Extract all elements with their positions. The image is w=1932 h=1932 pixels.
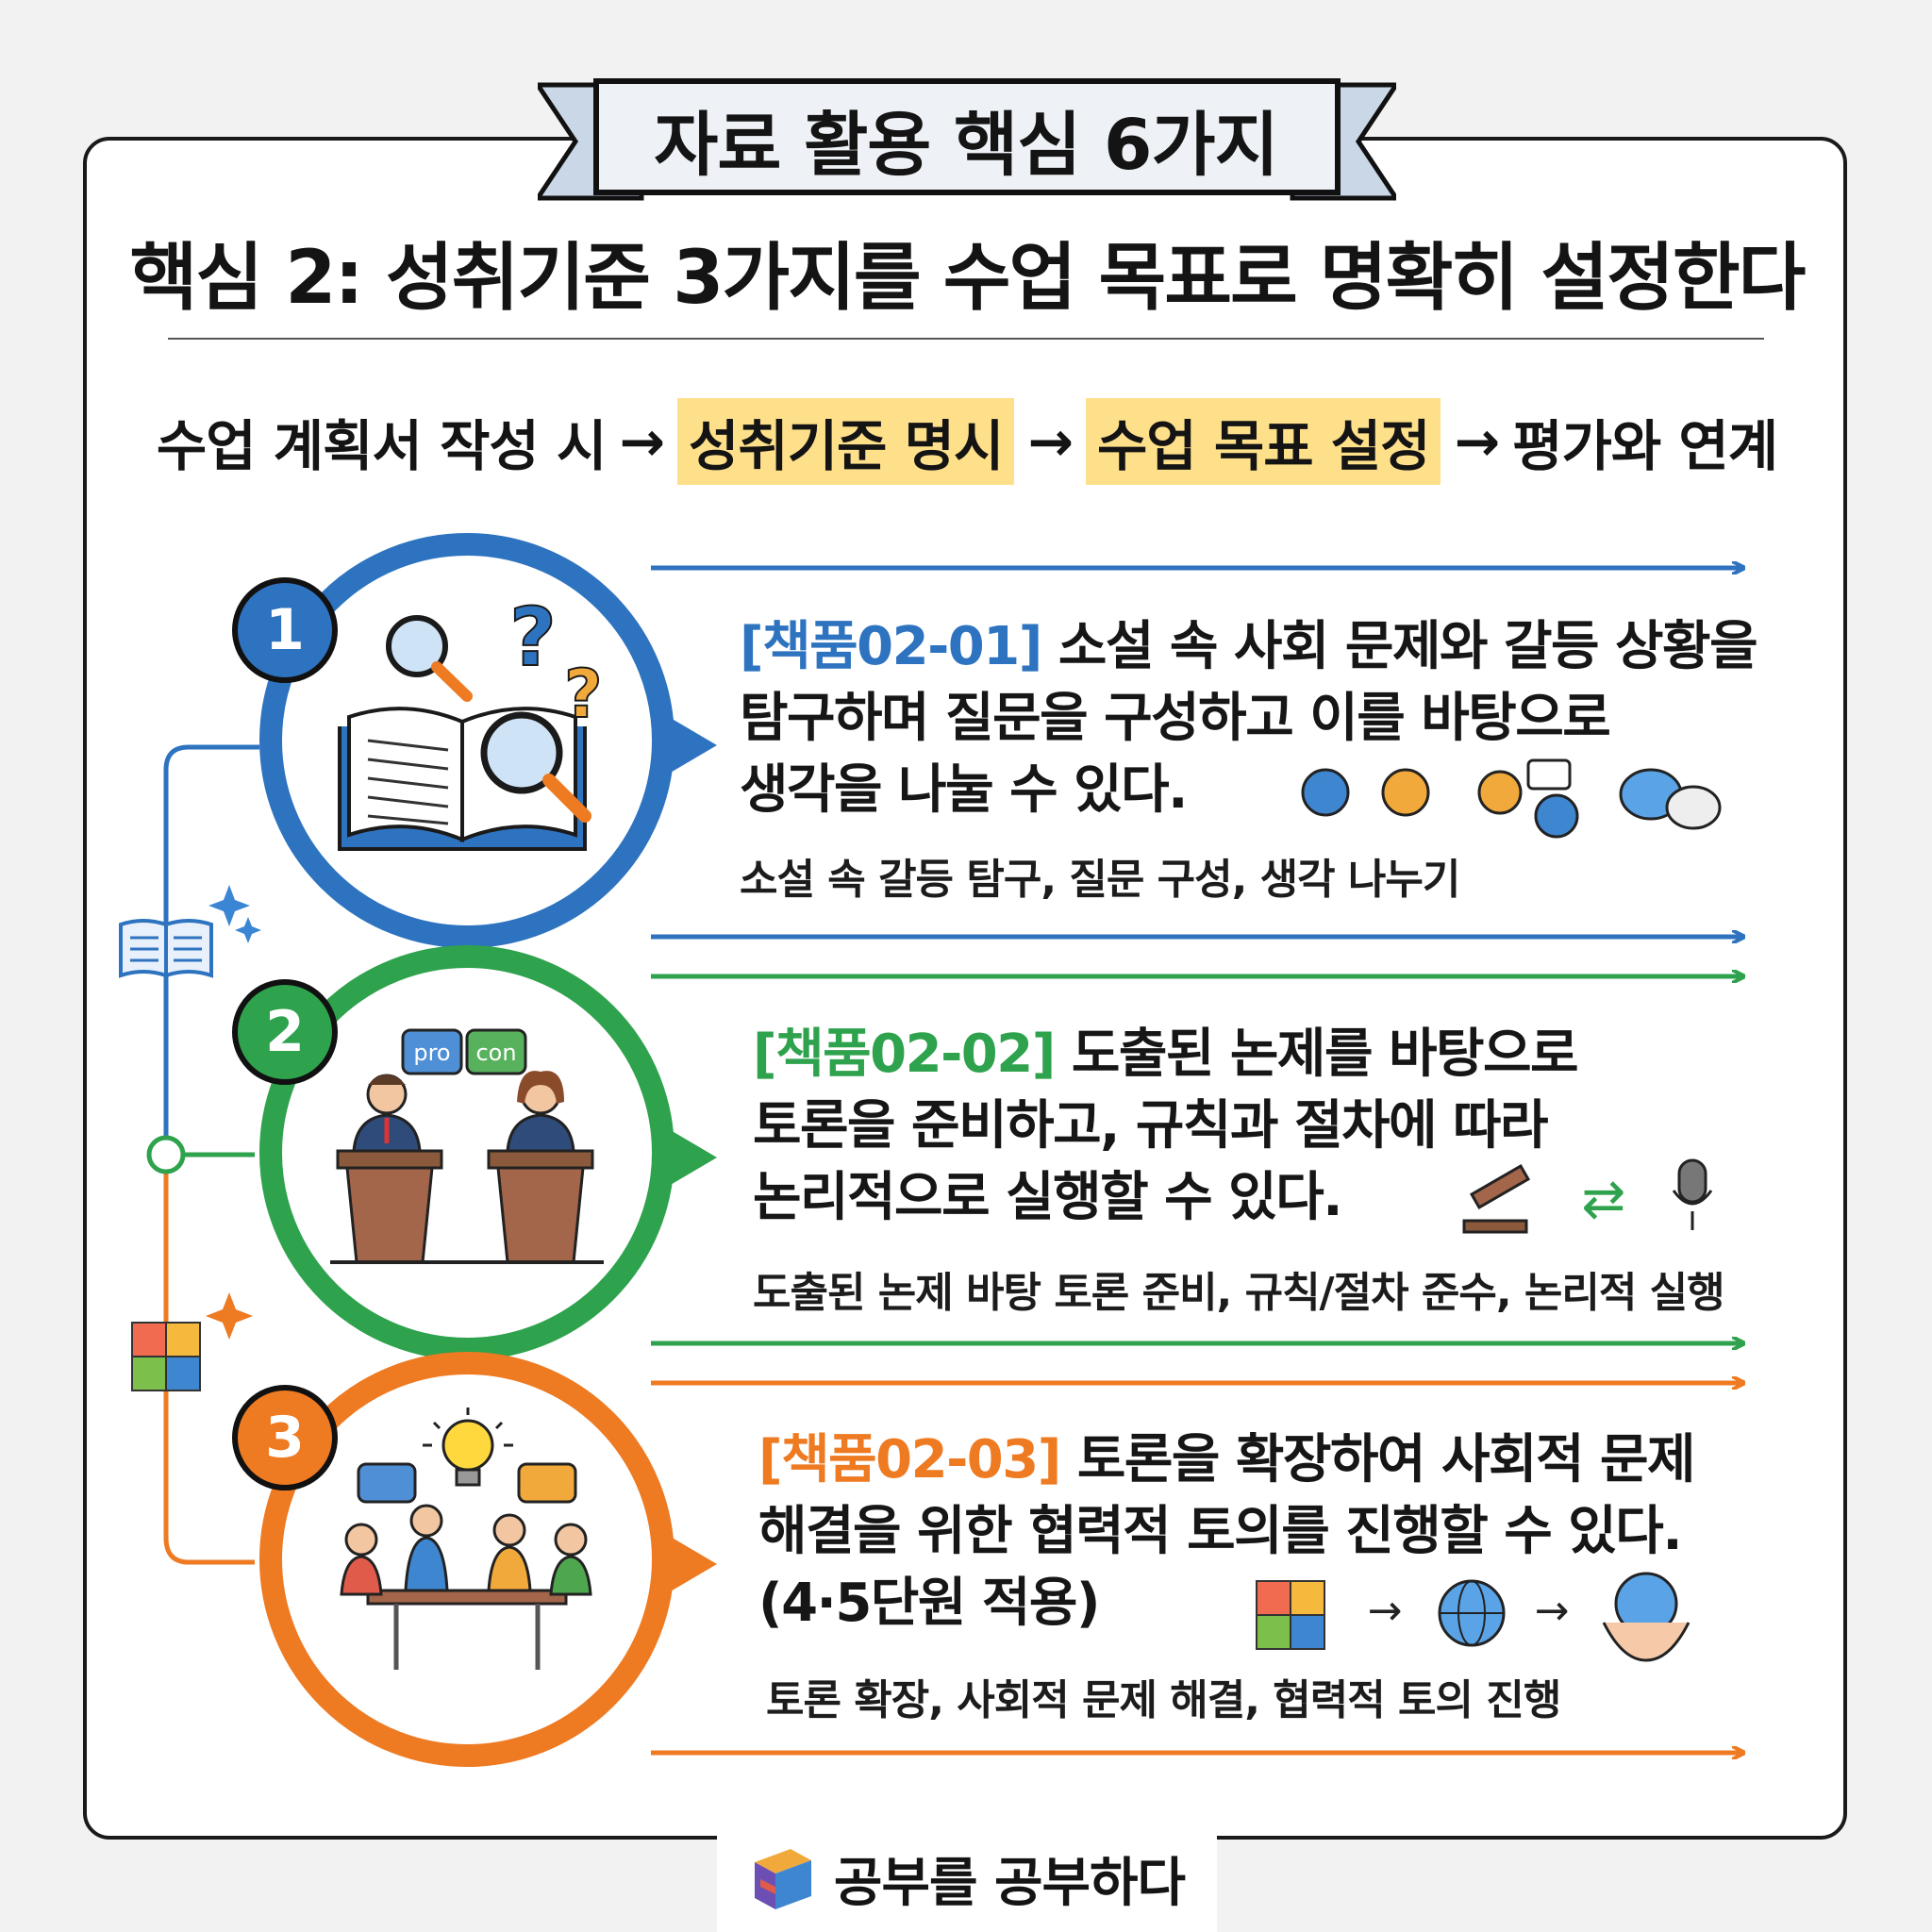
chat-bubble-icon xyxy=(517,1462,577,1504)
shuffle-icon: ⇄ xyxy=(1582,1169,1626,1230)
flow-arrow: → xyxy=(619,409,665,474)
standard-1-circle: ? ? xyxy=(259,533,717,948)
person-icon xyxy=(506,1071,575,1153)
microphone-icon xyxy=(1672,1158,1713,1230)
standard-2-line-1: 도출된 논제를 바탕으로 xyxy=(1071,1024,1579,1085)
standard-1-summary: 소설 속 갈등 탐구, 질문 구성, 생각 나누기 xyxy=(740,856,1460,904)
standard-3-line-3: (4·5단원 적용) xyxy=(758,1573,1100,1634)
standard-3-line-1: 토론을 확장하여 사회적 문제 xyxy=(1076,1429,1696,1491)
hands-community-icon xyxy=(1602,1572,1690,1662)
magnifier-icon xyxy=(386,615,591,823)
team-meeting-icon xyxy=(340,1504,592,1670)
standard-2-number-badge: 2 xyxy=(232,979,338,1085)
question-mark-icon: ? xyxy=(509,591,557,685)
standard-2-summary: 도출된 논제 바탕 토론 준비, 규칙/절차 준수, 논리적 실행 xyxy=(753,1269,1725,1317)
question-mark-icon: ? xyxy=(564,656,603,733)
flow-arrow: → xyxy=(1454,409,1500,474)
standard-3-statement: [책품02-03] 토론을 확장하여 사회적 문제 해결을 위한 협력적 토의를… xyxy=(758,1424,1696,1640)
standard-1-statement: [책품02-01] 소설 속 사회 문제와 갈등 상황을 탐구하며 질문을 구성… xyxy=(740,611,1758,826)
flow-arrow-icon: → xyxy=(1535,1587,1570,1635)
question-bubbles-icon xyxy=(1477,758,1579,839)
flow-arrow: → xyxy=(1027,409,1074,474)
standard-3-summary: 토론 확장, 사회적 문제 해결, 협력적 토의 진행 xyxy=(766,1676,1561,1724)
standard-1-code: [책품02-01] xyxy=(740,616,1042,677)
flow-step-standard: 성취기준 명시 xyxy=(676,398,1015,485)
standard-3-number-badge: 3 xyxy=(232,1385,338,1491)
standard-3-circle xyxy=(259,1352,717,1767)
globe-icon xyxy=(1438,1579,1506,1647)
title-divider xyxy=(168,338,1764,340)
chat-icon xyxy=(1619,768,1722,830)
standard-1-line-1: 소설 속 사회 문제와 갈등 상황을 xyxy=(1058,616,1758,677)
chat-bubble-icon xyxy=(357,1462,417,1504)
flow-step-goal: 수업 목표 설정 xyxy=(1085,398,1441,485)
sparkle-icon xyxy=(208,885,261,943)
puzzle-pieces-icon xyxy=(1256,1580,1325,1650)
standard-2-circle: pro con xyxy=(259,945,717,1360)
standard-1-number-badge: 1 xyxy=(232,577,338,683)
banner-title: 자료 활용 핵심 6가지 xyxy=(654,104,1278,186)
flow-step-evaluation: 평가와 연계 xyxy=(1512,414,1778,478)
standard-2-statement: [책품02-02] 도출된 논제를 바탕으로 토론을 준비하고, 규칙과 절차에… xyxy=(753,1019,1579,1234)
speaking-heads-icon xyxy=(1301,768,1430,817)
flow-arrow-icon: → xyxy=(1368,1587,1403,1635)
person-icon xyxy=(352,1074,422,1153)
bubble-label-con: con xyxy=(475,1040,516,1066)
standard-1-line-2: 탐구하며 질문을 구성하고 이를 바탕으로 xyxy=(740,688,1611,749)
puzzle-icon xyxy=(131,1322,201,1391)
sparkle-icon xyxy=(206,1292,253,1340)
banner-ribbon xyxy=(538,78,1396,201)
bubble-label-pro: pro xyxy=(413,1040,450,1066)
process-flow: 수업 계획서 작성 시 → 성취기준 명시 → 수업 목표 설정 → 평가와 연… xyxy=(94,398,1840,485)
flow-step-plan: 수업 계획서 작성 시 xyxy=(156,414,607,478)
standard-2-code: [책품02-02] xyxy=(753,1024,1056,1085)
book-icon xyxy=(119,919,213,978)
lightbulb-icon xyxy=(423,1407,513,1487)
standard-2-line-2: 토론을 준비하고, 규칙과 절차에 따라 xyxy=(753,1095,1549,1157)
gavel-icon xyxy=(1462,1164,1531,1234)
timeline-connector xyxy=(146,744,259,1565)
standard-2-line-3: 논리적으로 실행할 수 있다. xyxy=(753,1167,1342,1228)
book-stack-logo-icon xyxy=(754,1848,811,1909)
footer-brand: 공부를 공부하다 xyxy=(717,1825,1217,1932)
speech-bubble-pro xyxy=(401,1028,463,1075)
brand-name: 공부를 공부하다 xyxy=(833,1853,1186,1914)
standard-1-line-3: 생각을 나눌 수 있다. xyxy=(740,759,1188,821)
guide-arrows xyxy=(651,568,1743,1753)
standard-3-code: [책품02-03] xyxy=(758,1429,1061,1491)
page-title: 핵심 2: 성취기준 3가지를 수업 목표로 명확히 설정한다 xyxy=(129,236,1807,321)
speech-bubble-con xyxy=(465,1028,527,1075)
standard-3-line-2: 해결을 위한 협력적 토의를 진행할 수 있다. xyxy=(758,1501,1683,1562)
